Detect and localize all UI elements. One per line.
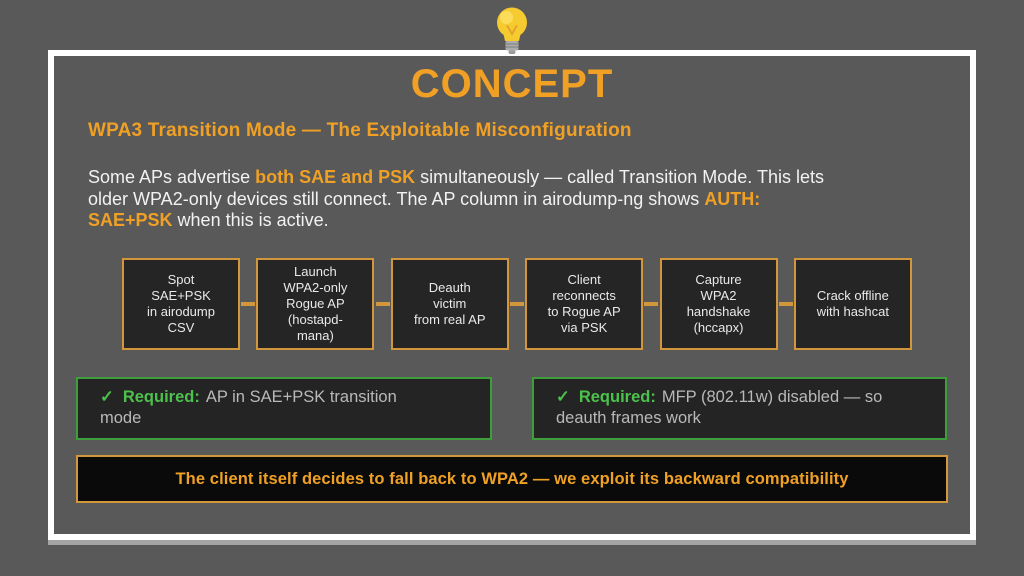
highlighted-text: both SAE and PSK xyxy=(255,167,416,187)
flow-step-2: Launch WPA2-only Rogue AP (hostapd- mana… xyxy=(256,258,375,350)
flow-connector xyxy=(778,258,793,350)
dash-icon xyxy=(644,302,659,306)
flow-diagram: Spot SAE+PSK in airodump CSV Launch WPA2… xyxy=(122,258,912,350)
flow-connector xyxy=(241,258,256,350)
flow-connector xyxy=(509,258,524,350)
page-title: CONCEPT xyxy=(410,62,614,106)
flow-step-4: Client reconnects to Rogue AP via PSK xyxy=(525,258,644,350)
requirement-text: AP in SAE+PSK transition mode xyxy=(100,388,397,427)
requirement-label: Required: xyxy=(122,388,200,406)
requirement-box-2: ✓ Required:MFP (802.11w) disabled — so de… xyxy=(532,377,947,440)
check-icon: ✓ xyxy=(100,388,114,406)
body-text: Some APs advertise xyxy=(88,167,256,187)
flow-step-3: Deauth victim from real AP xyxy=(390,258,509,350)
body-text: when this is active. xyxy=(172,210,329,230)
footer-text: The client itself decides to fall back t… xyxy=(175,469,849,488)
flow-step-1: Spot SAE+PSK in airodump CSV xyxy=(122,258,240,350)
flow-step-5: Capture WPA2 handshake (hccapx) xyxy=(659,258,778,350)
highlighted-text: AUTH: SAE+PSK xyxy=(88,188,761,231)
requirement-text: MFP (802.11w) disabled — so deauth frame… xyxy=(556,388,883,427)
lightbulb-icon xyxy=(497,7,527,54)
dash-icon xyxy=(778,302,793,306)
requirement-box-1: ✓ Required:AP in SAE+PSK transition mode xyxy=(76,377,492,440)
page-subtitle: WPA3 Transition Mode — The Exploitable M… xyxy=(88,120,632,141)
flow-connector xyxy=(644,258,659,350)
intro-paragraph: Some APs advertise both SAE and PSK simu… xyxy=(88,167,938,232)
check-icon: ✓ xyxy=(556,388,570,406)
flow-step-6: Crack offline with hashcat xyxy=(793,258,912,350)
footer-banner: The client itself decides to fall back t… xyxy=(76,455,948,503)
dash-icon xyxy=(241,302,256,306)
dash-icon xyxy=(509,302,524,306)
dash-icon xyxy=(375,302,390,306)
flow-connector xyxy=(375,258,390,350)
body-text: simultaneously — called Transition Mode.… xyxy=(88,167,824,209)
requirement-label: Required: xyxy=(578,388,656,406)
